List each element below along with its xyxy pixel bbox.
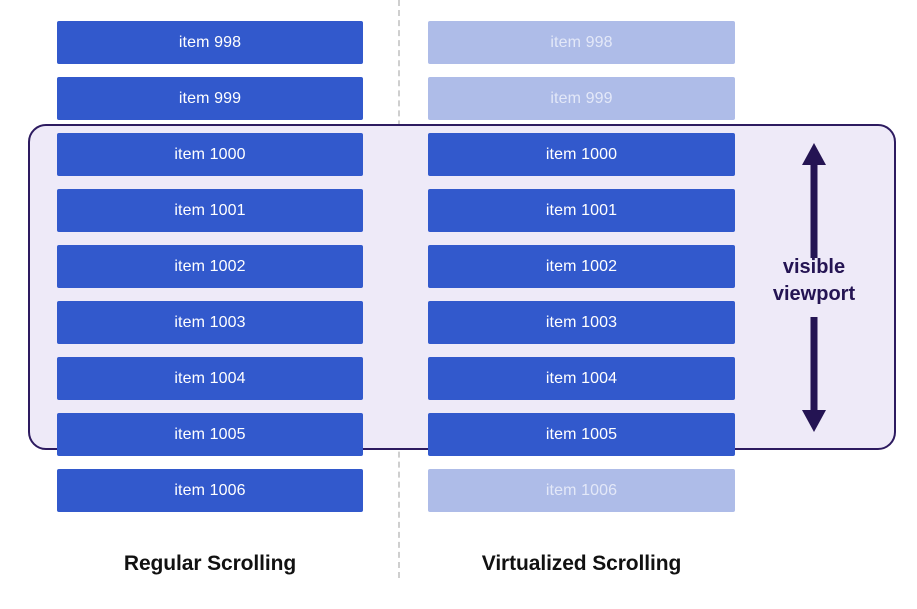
list-item[interactable]: item 998 [57,21,363,64]
list-item-label: item 1006 [174,481,246,499]
list-item[interactable]: item 1006 [57,469,363,512]
list-item-label: item 1002 [545,257,618,275]
list-item-label: item 1001 [545,201,618,219]
list-item[interactable]: item 1000 [428,133,735,176]
list-item[interactable]: item 1006 [428,469,735,512]
list-item-label: item 1004 [174,369,246,387]
list-item-label: item 1002 [174,257,246,275]
list-item-label: item 998 [178,33,242,51]
list-item-label: item 1005 [545,425,618,443]
list-item[interactable]: item 1001 [428,189,735,232]
visible-viewport-label: visible viewport [744,254,884,308]
list-item[interactable]: item 1004 [428,357,735,400]
list-item[interactable]: item 1003 [428,301,735,344]
list-item-label: item 998 [550,33,613,51]
list-item-label: item 1003 [545,313,618,331]
list-item[interactable]: item 1003 [57,301,363,344]
visible-viewport-label-line1: visible [782,256,846,278]
list-item[interactable]: item 1005 [428,413,735,456]
column-virtualized-scrolling: item 998 item 999 item 1000 item 1001 item 1… [428,21,735,512]
list-item-label: item 999 [550,89,613,107]
list-item[interactable]: item 1002 [57,245,363,288]
visible-viewport-label-line2: viewport [772,283,856,305]
list-item[interactable]: item 1002 [428,245,735,288]
list-item-label: item 1004 [545,369,618,387]
caption-virtualized-scrolling: Virtualized Scrolling [481,552,682,575]
list-item-label: item 1006 [545,481,618,499]
caption-regular-scrolling: Regular Scrolling [123,552,297,575]
list-item-label: item 999 [178,89,242,107]
list-item-label: item 1003 [174,313,246,331]
list-item[interactable]: item 998 [428,21,735,64]
list-item-label: item 1000 [545,145,618,163]
list-item-label: item 1000 [174,145,246,163]
list-item[interactable]: item 1000 [57,133,363,176]
list-item[interactable]: item 1004 [57,357,363,400]
list-item-label: item 1005 [174,425,246,443]
list-item[interactable]: item 1001 [57,189,363,232]
list-item[interactable]: item 999 [428,77,735,120]
list-item[interactable]: item 1005 [57,413,363,456]
list-item[interactable]: item 999 [57,77,363,120]
column-regular-scrolling: item 998 item 999 item 1000 item 1001 item 1… [57,21,363,512]
list-item-label: item 1001 [174,201,246,219]
